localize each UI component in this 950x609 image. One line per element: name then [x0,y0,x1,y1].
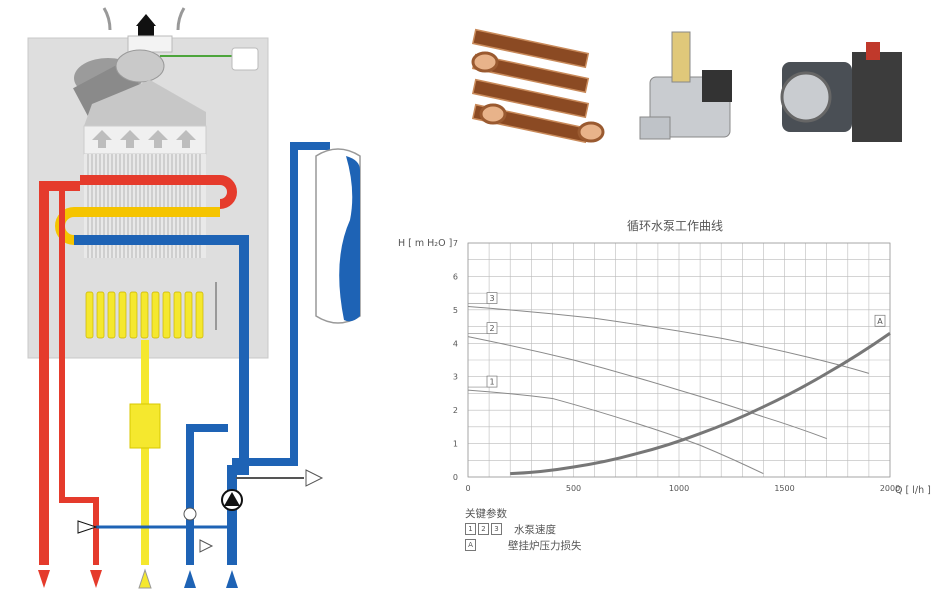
series-line-1 [467,389,764,475]
plot-frame [467,242,891,478]
series-label-box-1 [486,375,498,388]
chart-key: 关键参数 1 2 3 水泵速度 A 壁挂炉压力损失 [465,505,582,553]
flue-gas-arrows [92,130,196,148]
y-tick-label: 5 [453,306,458,315]
key-pressure-loss: A 壁挂炉压力损失 [465,537,582,553]
diverter-valve [77,520,98,534]
return-inlet-arrow [226,570,238,588]
series-label-2: 2 [489,324,494,333]
key-box-3: 3 [491,523,502,535]
series-label-box-2 [486,322,498,334]
gas-inlet-arrow [138,568,152,589]
flue-hood [84,80,206,126]
air-inlet-arrow-left [102,7,112,31]
pump-arrow [224,492,240,506]
gas-pipe [141,340,149,565]
flue-outlet [138,26,154,36]
heat-exchanger-photo [463,22,608,162]
key-box-a: A [465,539,476,551]
y-tick-label: 4 [453,339,458,348]
hot-water-arrow [90,570,102,588]
key-box-2: 2 [478,523,489,535]
series-label-1: 1 [489,378,494,387]
x-axis-label: Q [ l/h ] [895,485,931,496]
expansion-pipe [232,142,330,466]
burner-bars [85,291,204,339]
series-line-A [510,332,891,476]
hot-outlet-pipe-2 [59,186,99,565]
y-tick-label: 1 [453,440,458,449]
gas-valve-photo [620,22,765,162]
hot-outlet-arrow [38,570,50,588]
pressure-gauge [183,507,197,521]
series-label-A: A [877,317,883,326]
filling-valve [199,539,214,553]
safety-valve [305,469,324,487]
key-pump-label: 水泵速度 [514,523,556,536]
series-label-3: 3 [489,294,494,303]
x-tick-label: 2000 [880,484,900,493]
series-line-2 [467,336,827,440]
y-tick-label: 7 [453,239,458,248]
circulation-pump-photo [770,22,915,162]
x-tick-label: 1000 [669,484,689,493]
cold-inlet-arrow [184,570,196,588]
expansion-vessel-water [339,156,360,322]
key-a-label: 壁挂炉压力损失 [508,539,582,552]
flue-outlet-arrow [136,14,156,26]
hot-outlet-pipe [39,181,80,565]
series-label-box-3 [486,292,498,304]
series-label-box-A [874,314,886,327]
air-inlet-arrow-right [176,7,186,31]
key-pump-speed: 1 2 3 水泵速度 [465,521,582,537]
y-tick-label: 3 [453,373,458,382]
x-tick-label: 500 [566,484,581,493]
key-box-1: 1 [465,523,476,535]
chart-title: 循环水泵工作曲线 [626,219,723,233]
boiler-schematic [27,7,361,589]
y-axis-label: H [ m H₂O ] [398,238,452,249]
y-tick-label: 2 [453,406,458,415]
y-tick-label: 6 [453,272,458,281]
y-tick-label: 0 [453,473,458,482]
gas-valve [129,403,161,449]
air-pressure-switch [231,47,259,71]
x-tick-label: 1500 [774,484,794,493]
series-line-3 [467,306,870,374]
flue-collar [127,35,173,53]
x-tick-label: 0 [465,484,470,493]
key-heading: 关键参数 [465,507,507,520]
exchanger-tube-red [80,175,237,209]
